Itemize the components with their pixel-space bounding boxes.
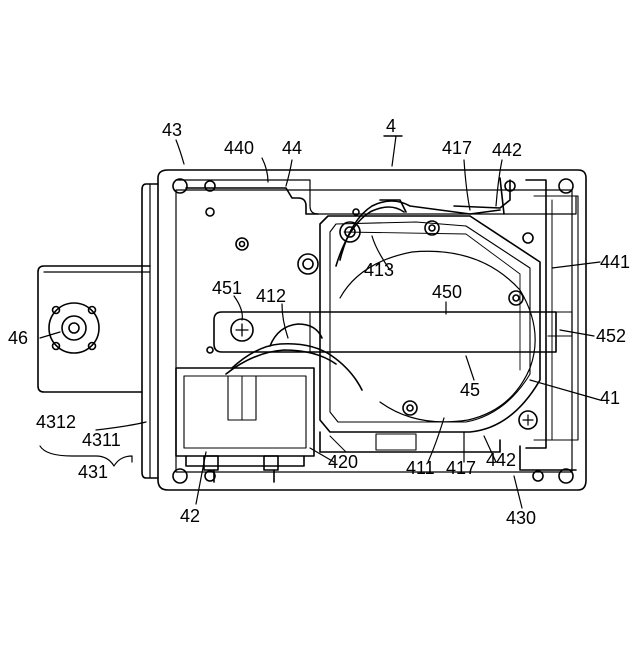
label-451: 451 xyxy=(212,278,242,298)
plate-44 xyxy=(186,188,318,353)
label-43: 43 xyxy=(162,120,182,140)
crossbar-450 xyxy=(214,312,556,352)
label-440: 440 xyxy=(224,138,254,158)
label-442-top: 442 xyxy=(492,140,522,160)
motor-housing-41 xyxy=(320,209,540,432)
label-41: 41 xyxy=(600,388,620,408)
connector-46-outer xyxy=(49,303,99,353)
bracket-431 xyxy=(38,266,150,392)
label-411: 411 xyxy=(406,458,435,478)
label-4: 4 xyxy=(386,116,396,136)
label-4312: 4312 xyxy=(36,412,76,432)
label-442-bottom: 442 xyxy=(486,450,516,470)
label-413: 413 xyxy=(364,260,394,280)
label-417-bottom: 417 xyxy=(446,458,476,478)
housing-43 xyxy=(158,170,586,490)
label-430: 430 xyxy=(506,508,536,528)
right-elements xyxy=(500,178,578,448)
labels: 43 440 44 4 417 442 441 413 451 412 450 … xyxy=(8,116,630,528)
left-rail xyxy=(142,184,158,478)
label-431: 431 xyxy=(78,462,108,482)
label-420: 420 xyxy=(328,452,358,472)
switch-box-42 xyxy=(176,368,314,482)
label-45: 45 xyxy=(460,380,480,400)
wires-412 xyxy=(226,324,362,390)
label-42: 42 xyxy=(180,506,200,526)
label-417-top: 417 xyxy=(442,138,472,158)
label-450: 450 xyxy=(432,282,462,302)
label-4311: 4311 xyxy=(82,430,121,450)
label-44: 44 xyxy=(282,138,302,158)
label-441: 441 xyxy=(600,252,630,272)
connector-46-inner xyxy=(62,316,86,340)
label-452: 452 xyxy=(596,326,626,346)
label-46: 46 xyxy=(8,328,28,348)
label-412: 412 xyxy=(256,286,286,306)
